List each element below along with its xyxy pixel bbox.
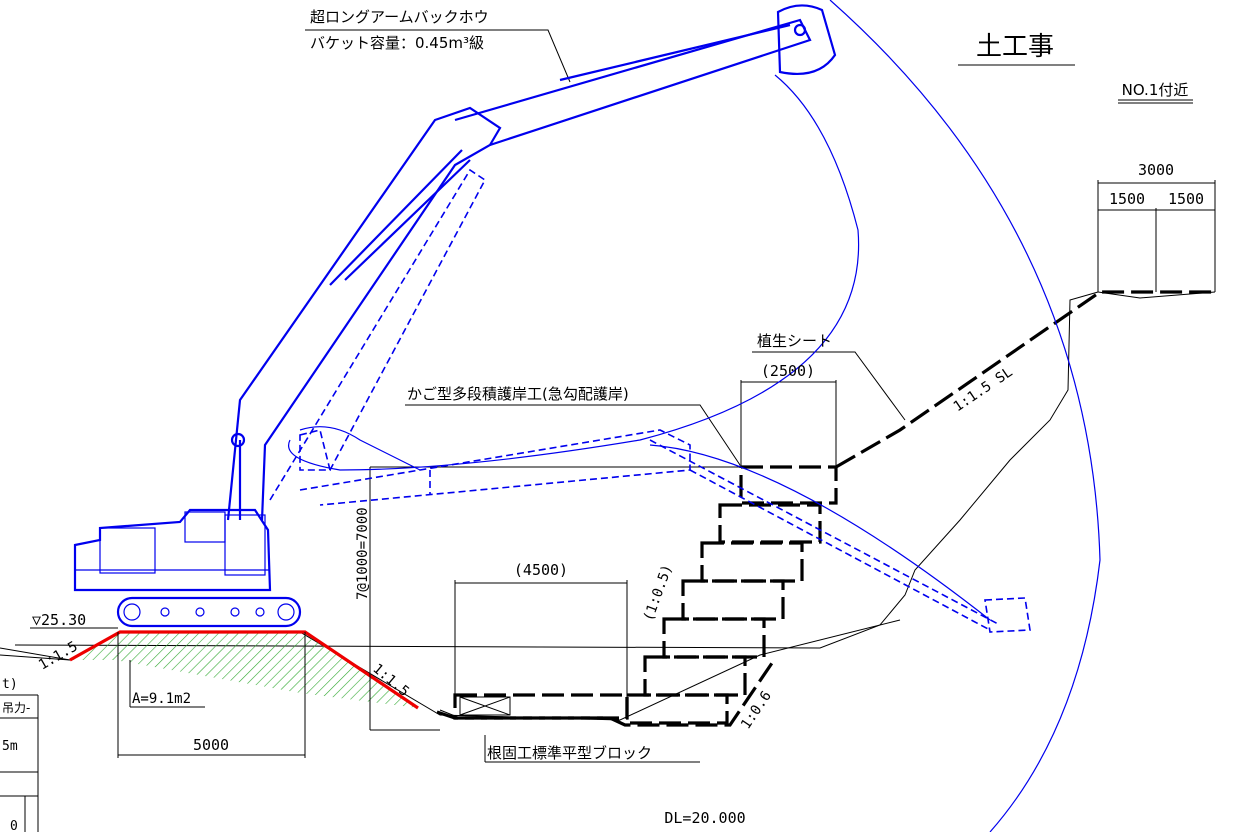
gabion-revetment bbox=[436, 290, 1215, 727]
table-cell-1: 5m bbox=[2, 739, 18, 754]
vegetation-sheet-label: 植生シート bbox=[757, 332, 832, 350]
height-dim-label: 7@1000=7000 bbox=[355, 507, 371, 600]
drawing-title: 土工事 bbox=[976, 32, 1054, 62]
embank-slope-left: 1:1.5 bbox=[36, 639, 81, 674]
dim-embank-width: 5000 bbox=[193, 736, 229, 754]
reach-arcs bbox=[288, 0, 1101, 832]
area-label: A=9.1m2 bbox=[132, 691, 191, 707]
table-col-fragment: 吊力- bbox=[2, 701, 30, 715]
embankment bbox=[69, 630, 419, 758]
foot-protection-label: 根固工標準平型ブロック bbox=[487, 744, 652, 762]
table-header-fragment: t) bbox=[2, 677, 18, 692]
dimension-lines bbox=[369, 180, 1216, 731]
leader-lines bbox=[30, 29, 1193, 763]
dim-top-left: 1500 bbox=[1109, 190, 1145, 208]
drawing-labels: 土工事 NO.1付近 超ロングアームバックホウ バケット容量：0.45m³級 3… bbox=[2, 8, 1204, 832]
location-label: NO.1付近 bbox=[1122, 81, 1189, 99]
revetment-label: かご型多段積護岸工(急勾配護岸) bbox=[407, 385, 629, 403]
table-cell-2: 0 bbox=[10, 819, 18, 832]
excavator bbox=[73, 4, 1031, 633]
dim-base-width: (4500) bbox=[514, 561, 568, 579]
dim-top-right: 1500 bbox=[1168, 190, 1204, 208]
bucket-capacity-label: バケット容量：0.45m³級 bbox=[310, 34, 484, 52]
gabion-slope-label: (1:0.5) bbox=[641, 562, 676, 623]
level-mark: ▽25.30 bbox=[32, 611, 86, 629]
dim-gabion-width: (2500) bbox=[761, 362, 815, 380]
dim-top-total: 3000 bbox=[1138, 161, 1174, 179]
machine-name-label: 超ロングアームバックホウ bbox=[310, 8, 489, 26]
table-fragment bbox=[0, 694, 39, 832]
datum-label: DL=20.000 bbox=[664, 809, 745, 827]
